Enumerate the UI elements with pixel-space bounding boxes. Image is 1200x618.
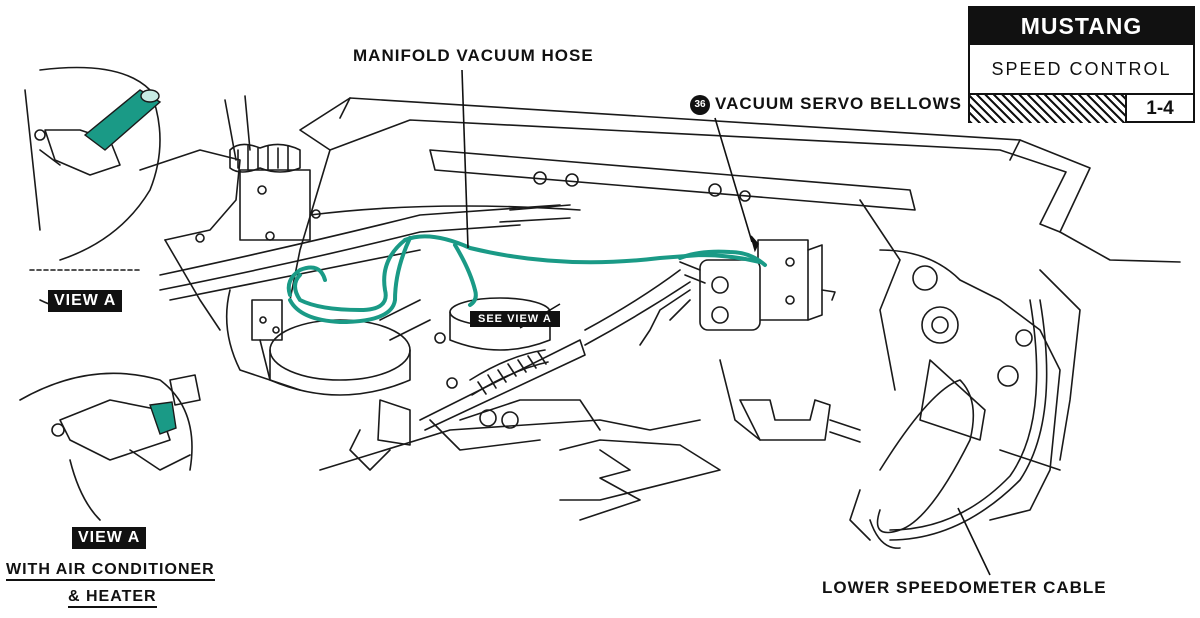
view-a-tag: VIEW A [48, 290, 123, 312]
left-bracket [225, 289, 301, 391]
servo-bellows-callout: 36 VACUUM SERVO BELLOWS [690, 94, 962, 115]
leader-speedometer [957, 507, 991, 576]
leader-servo [714, 117, 753, 243]
servo-assembly [639, 239, 836, 346]
speedometer-cable [849, 299, 1048, 549]
servo-ref-badge: 36 [690, 95, 710, 115]
left-fender [139, 95, 321, 331]
page-number: 1-4 [1146, 98, 1174, 119]
model-name: MUSTANG [970, 8, 1193, 45]
ac-caption-line2: & HEATER [68, 588, 157, 608]
leader-manifold-hose [461, 69, 469, 249]
ac-caption-line1: WITH AIR CONDITIONER [6, 561, 215, 581]
title-block: MUSTANG SPEED CONTROL 1-4 [968, 6, 1195, 123]
engine-block [319, 399, 721, 521]
throttle-linkage [349, 269, 691, 471]
cowl-bolts [533, 171, 751, 202]
section-name: SPEED CONTROL [970, 45, 1193, 95]
view-a-ac-tag: VIEW A [72, 527, 147, 549]
ac-caption-text1: WITH AIR CONDITIONER [6, 561, 215, 581]
right-fender [879, 249, 1081, 521]
manifold-hose-label: MANIFOLD VACUUM HOSE [353, 46, 594, 65]
hatch-pattern [970, 95, 1127, 123]
manifold-vacuum-hose [403, 234, 762, 265]
view-a-inset [24, 66, 161, 311]
cowl-panel [289, 97, 1181, 391]
master-cylinder [719, 359, 861, 443]
view-a-ac-inset [19, 372, 201, 521]
title-block-footer: 1-4 [970, 95, 1193, 123]
fender-cables [159, 204, 581, 301]
hose-inset-ac [149, 401, 177, 435]
vacuum-hoses [286, 234, 767, 324]
hose-inset-upper [83, 89, 162, 151]
speedometer-cable-label: LOWER SPEEDOMETER CABLE [822, 578, 1107, 597]
see-view-a-tag: SEE VIEW A [470, 311, 560, 327]
servo-bellows-label: VACUUM SERVO BELLOWS [715, 94, 962, 113]
ac-caption-text2: & HEATER [68, 588, 157, 608]
